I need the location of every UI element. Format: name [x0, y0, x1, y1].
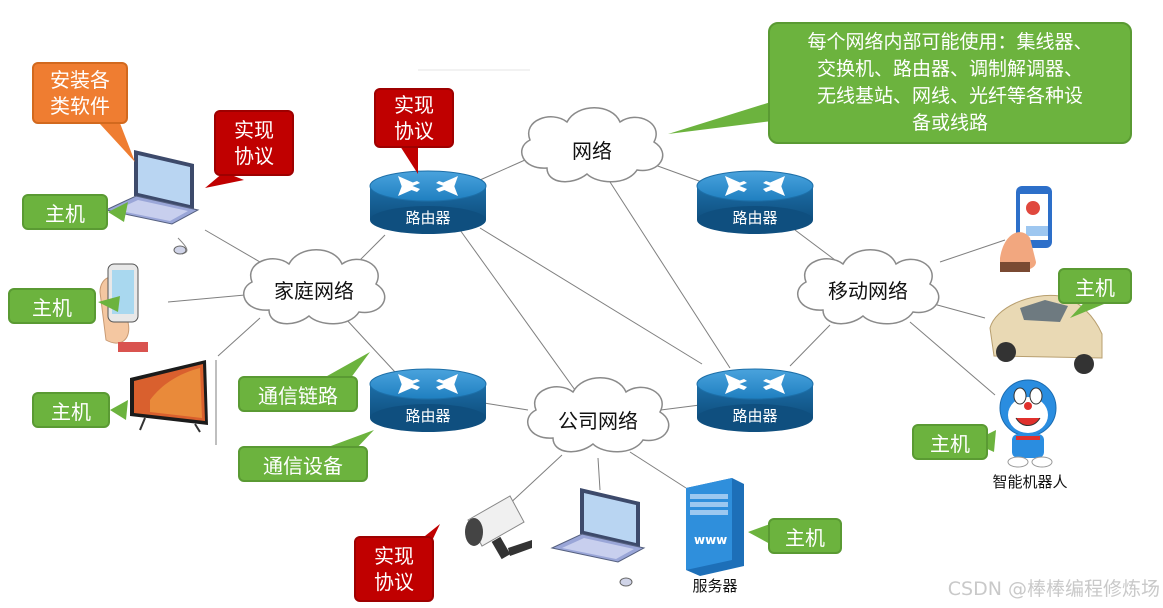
- host-callout: 主机: [22, 194, 108, 230]
- host-callout: 主机: [912, 424, 988, 460]
- router-label: 路由器: [732, 208, 778, 227]
- mouse-icon: [619, 577, 633, 587]
- protocol-callout: 实现 协议: [374, 88, 454, 148]
- links: [167, 69, 1006, 509]
- router-label: 路由器: [405, 406, 451, 425]
- car-icon: [989, 294, 1103, 374]
- camera-icon: [465, 495, 532, 560]
- television-icon: [130, 360, 208, 433]
- server-caption: 服务器: [692, 576, 738, 595]
- watermark: CSDN @棒棒编程修炼场: [947, 577, 1160, 600]
- router-label: 路由器: [732, 406, 778, 425]
- host-callout: 主机: [768, 518, 842, 554]
- robot-icon: [999, 379, 1057, 468]
- network-description-callout: 每个网络内部可能使用：集线器、 交换机、路由器、调制解调器、 无线基站、网线、光…: [768, 22, 1132, 144]
- host-callout: 主机: [1058, 268, 1132, 304]
- cloud-home-label: 家庭网络: [274, 278, 354, 303]
- link-callout: 通信链路: [238, 376, 358, 412]
- www-text: www: [694, 533, 727, 547]
- router-label: 路由器: [405, 208, 451, 227]
- software-callout: 安装各 类软件: [32, 62, 128, 124]
- host-callout: 主机: [8, 288, 96, 324]
- device-callout: 通信设备: [238, 446, 368, 482]
- cloud-network-label: 网络: [572, 138, 612, 163]
- mouse-icon: [173, 245, 187, 255]
- mobile-phone-icon: [1000, 186, 1052, 272]
- robot-caption: 智能机器人: [992, 472, 1068, 491]
- host-callout: 主机: [32, 392, 110, 428]
- server-icon: [686, 478, 744, 576]
- cloud-mobile-label: 移动网络: [828, 278, 908, 303]
- protocol-callout: 实现 协议: [214, 110, 294, 176]
- cloud-company-label: 公司网络: [558, 408, 638, 433]
- protocol-callout: 实现 协议: [354, 536, 434, 602]
- laptop-icon: [551, 487, 645, 563]
- smartphone-icon: [99, 263, 148, 352]
